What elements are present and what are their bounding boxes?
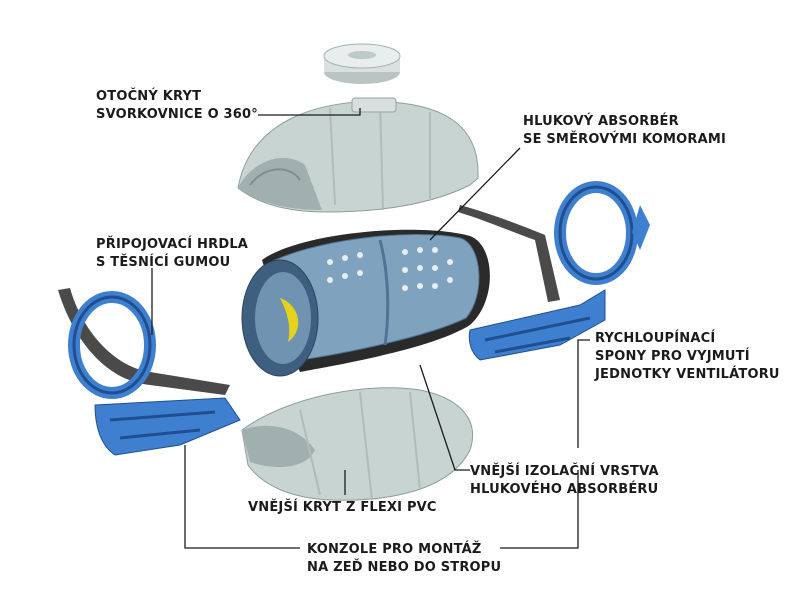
label-rotating-cover: OTOČNÝ KRYT SVORKOVNICE O 360°	[96, 89, 258, 122]
label-mounting-brackets: KONZOLE PRO MONTÁŽ NA ZEĎ NEBO DO STROPU	[307, 542, 502, 575]
right-bracket	[458, 181, 650, 361]
label-outer-cover: VNĚJŠÍ KRYT Z FLEXI PVC	[248, 500, 437, 515]
lower-cover	[241, 387, 474, 501]
label-connection-collars: PŘIPOJOVACÍ HRDLA S TĚSNÍCÍ GUMOU	[96, 237, 249, 270]
terminal-cap	[323, 43, 401, 84]
upper-cover	[237, 97, 479, 213]
label-absorber: HLUKOVÝ ABSORBÉR SE SMĚROVÝMI KOMORAMI	[523, 114, 727, 147]
left-bracket	[58, 288, 241, 456]
absorber-cylinder	[241, 234, 480, 377]
label-insulation: VNĚJŠÍ IZOLAČNÍ VRSTVA HLUKOVÉHO ABSORBÉ…	[470, 464, 659, 497]
label-quick-clips: RYCHLOUPÍNACÍ SPONY PRO VYJMUTÍ JEDNOTKY…	[595, 331, 780, 382]
leader-lines	[151, 108, 590, 549]
